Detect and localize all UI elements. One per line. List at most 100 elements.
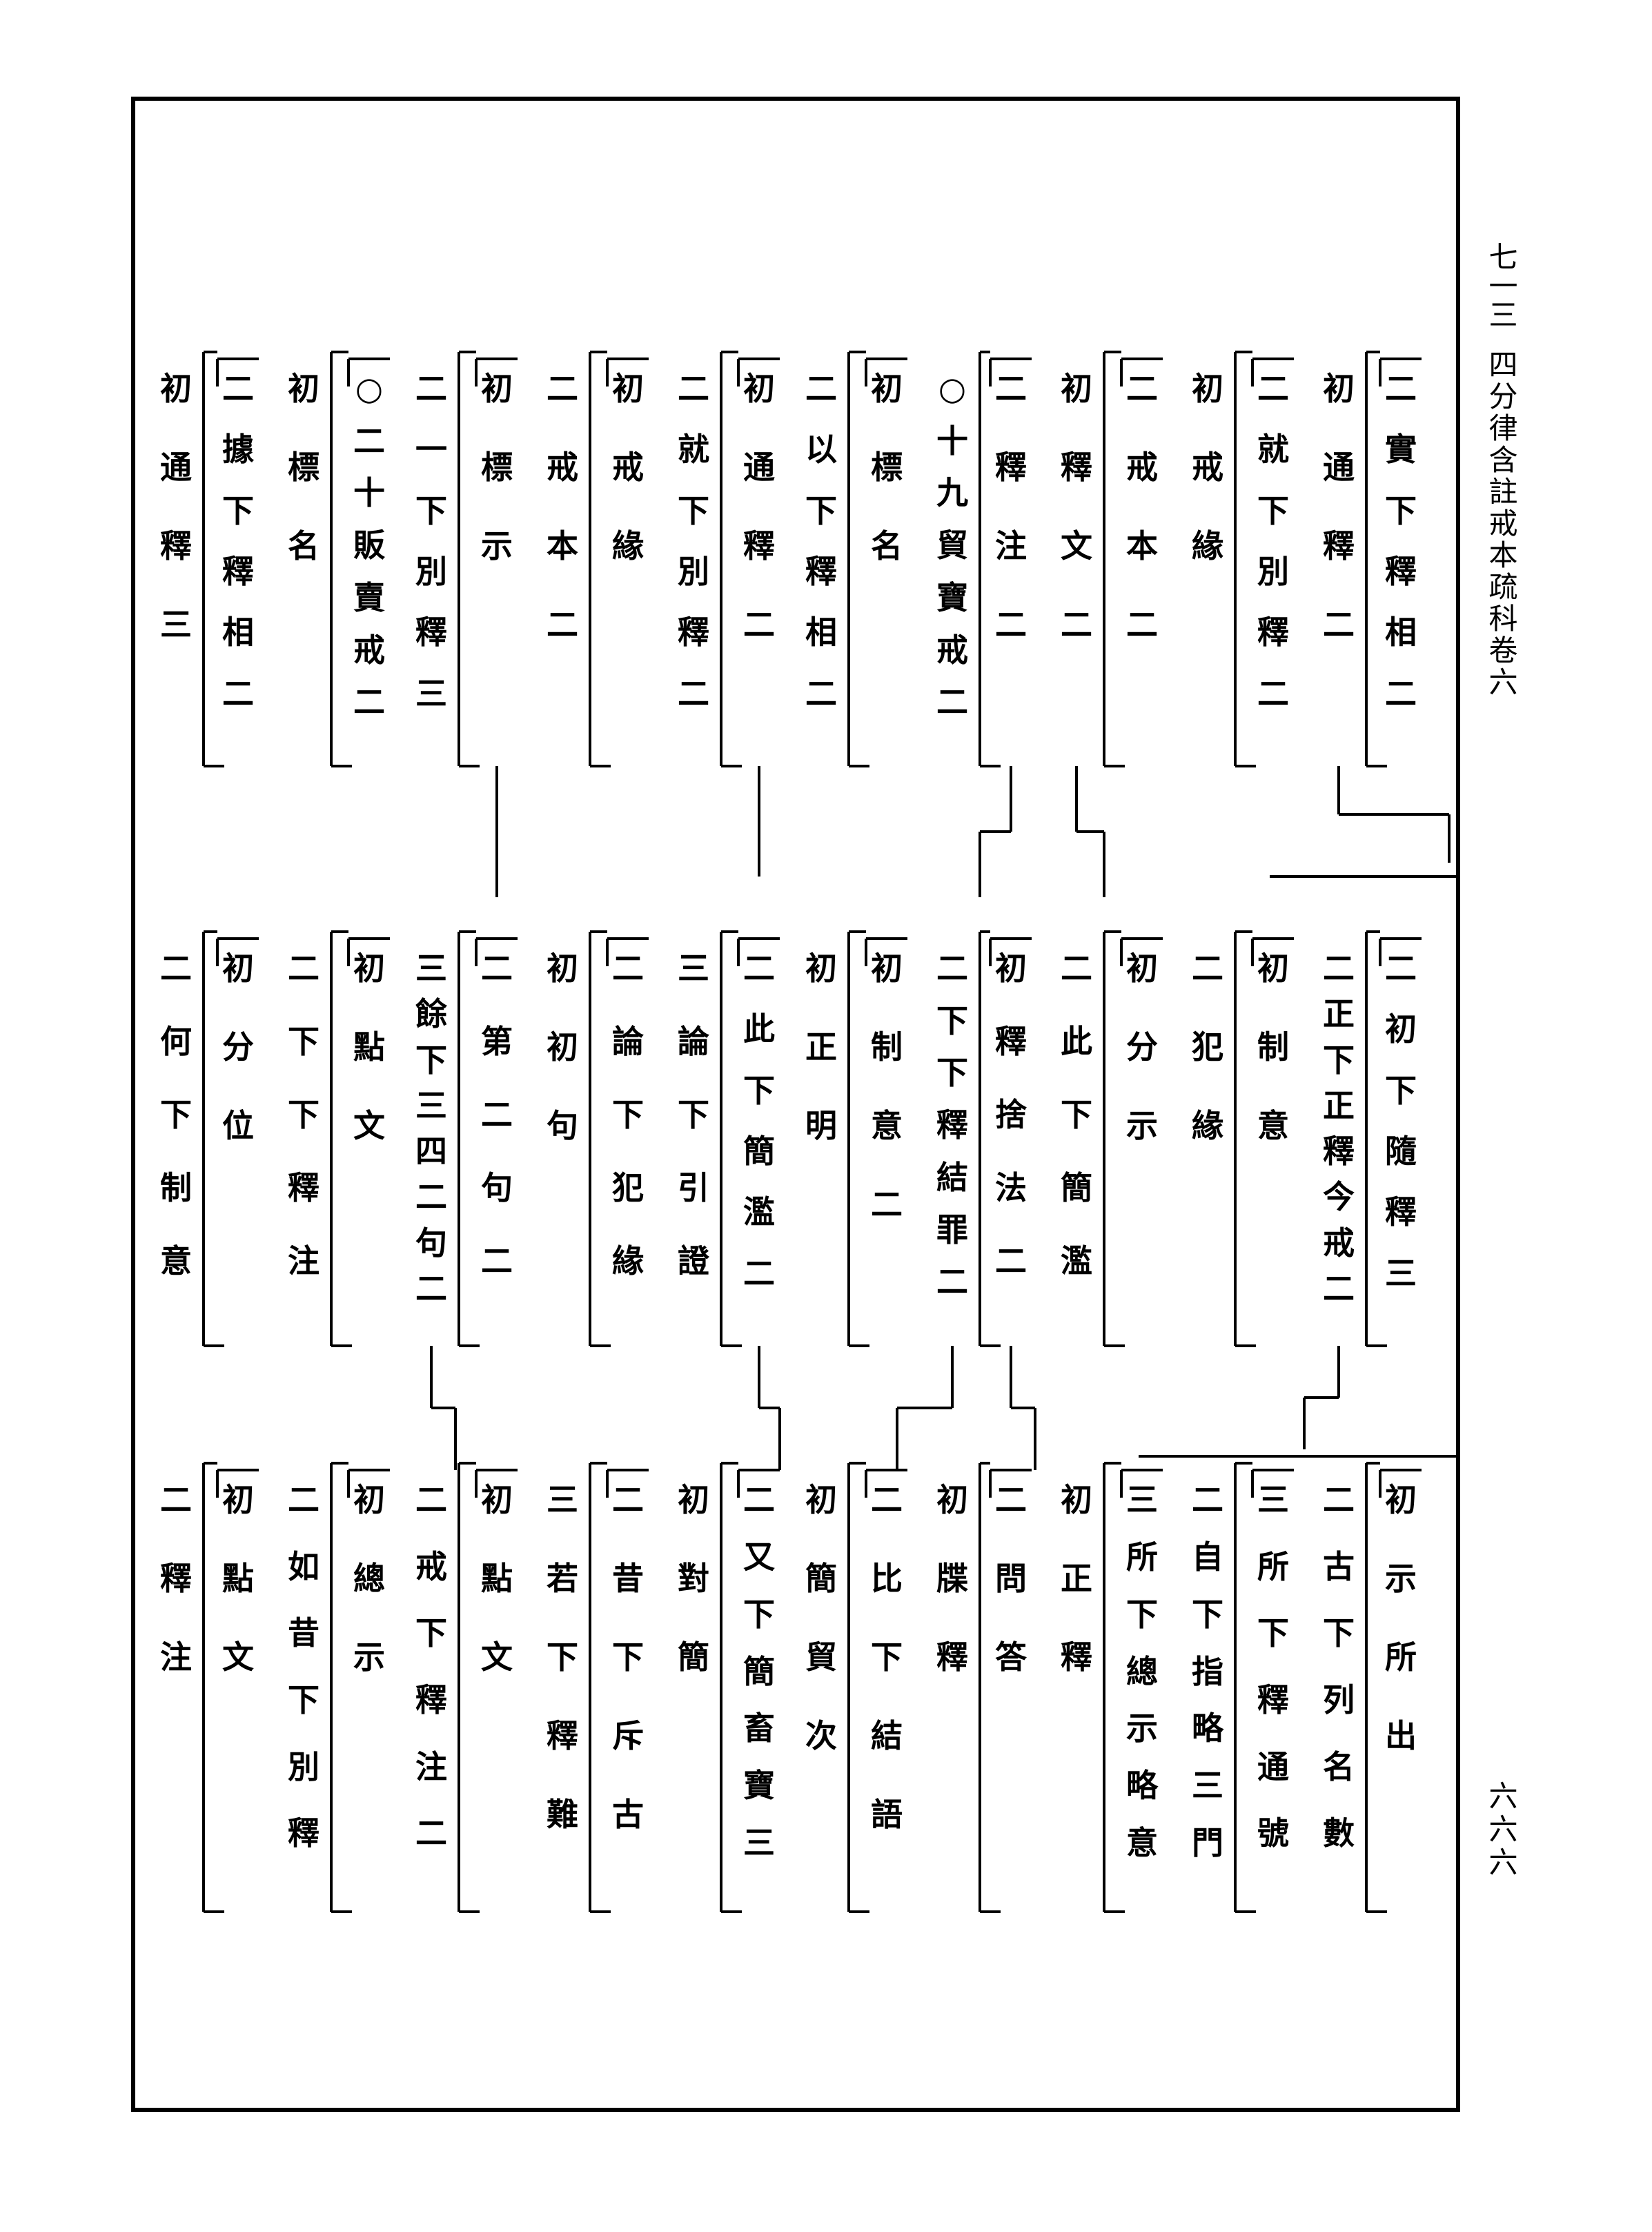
tier-3-entry: 初點文 (466, 1484, 528, 1720)
entry-char: 下 (1257, 1614, 1289, 1652)
entry-char: 標 (871, 449, 903, 486)
entry-char: 二 (936, 1263, 968, 1301)
entry-char: 二 (805, 370, 837, 407)
entry-char: 牒 (936, 1560, 968, 1597)
entry-char: 下 (1385, 491, 1417, 529)
entry-char: 正 (1061, 1560, 1092, 1597)
entry-char: 注 (160, 1638, 192, 1676)
entry-char: 二 (995, 1481, 1027, 1518)
entry-char: 二 (1385, 674, 1417, 712)
tier-3-entry: 二自下指略三門 (1177, 1484, 1239, 1884)
entry-char: 通 (1257, 1748, 1289, 1785)
entry-char: 二 (995, 1242, 1027, 1280)
entry-char: 三 (547, 1481, 578, 1518)
entry-char: 三 (678, 950, 709, 987)
tier-1-entry: 初通釋二 (728, 373, 790, 687)
tier-1-entry: 初戒緣 (1177, 373, 1239, 609)
entry-char: 戒 (547, 449, 578, 486)
entry-char: 初 (936, 1481, 968, 1518)
tier-2-entry: 二第二句二 (466, 952, 528, 1318)
entry-char: 此 (743, 1010, 775, 1048)
entry-char: 數 (1323, 1814, 1355, 1852)
entry-char: 通 (1323, 449, 1355, 486)
entry-char: 二 (1257, 370, 1289, 407)
entry-char: 下 (160, 1096, 192, 1133)
entry-char: 初 (547, 1028, 578, 1066)
entry-char: 初 (1323, 370, 1355, 407)
tier-2-entry: 三餘下三四二句二 (400, 952, 462, 1318)
tier-2-entry: 初分示 (1111, 952, 1173, 1188)
entry-char: 意 (1257, 1107, 1289, 1144)
tier-1-entry: 初標名 (273, 373, 335, 609)
entry-char: 緣 (612, 527, 644, 565)
entry-char: 簡 (678, 1638, 709, 1676)
entry-char: 就 (678, 431, 709, 469)
entry-char: 戒 (936, 631, 968, 669)
entry-char: 正 (805, 1028, 837, 1066)
entry-char: 寶 (936, 578, 968, 616)
entry-char: 初 (871, 370, 903, 407)
tier-2-entry: 二正下正釋今戒二 (1308, 952, 1370, 1318)
tier-2-entry: 二此下簡濫 (1045, 952, 1108, 1318)
entry-char: 釋 (995, 1023, 1027, 1060)
entry-char: 句 (415, 1224, 447, 1262)
entry-char: 戒 (353, 631, 385, 669)
tier-1-entry: 初標名 (856, 373, 918, 609)
entry-char: 位 (222, 1107, 254, 1144)
entry-char: 三 (415, 1086, 447, 1124)
entry-char: 明 (805, 1107, 837, 1144)
entry-char: 二 (288, 1481, 319, 1518)
entry-char: 名 (288, 527, 319, 565)
tier-2-entry: 二犯緣 (1177, 952, 1239, 1188)
tier-2-entry: 初制意 (1242, 952, 1304, 1188)
entry-char: 戒 (415, 1547, 447, 1585)
entry-char: 緣 (1192, 527, 1223, 565)
entry-char: 釋 (1257, 614, 1289, 652)
entry-char: 釋 (936, 1106, 968, 1144)
entry-char: 初 (805, 1481, 837, 1518)
entry-char: 二 (160, 950, 192, 987)
tier-1-entry: 二戒本二 (531, 373, 593, 687)
entry-char: 下 (612, 1096, 644, 1133)
entry-char: 釋 (288, 1169, 319, 1206)
entry-char: 二 (678, 674, 709, 712)
entry-char: 總 (353, 1560, 385, 1597)
entry-char: 釋 (1385, 552, 1417, 590)
running-header: 七一三 四分律含註戒本疏科卷六 (1477, 242, 1525, 698)
entry-char: 三 (1257, 1481, 1289, 1518)
entry-char: 別 (678, 552, 709, 590)
entry-char: 分 (1126, 1028, 1158, 1066)
tier-3-entry: 二如昔下別釋 (273, 1484, 335, 1884)
entry-char: 初 (1385, 1481, 1417, 1518)
entry-char: 初 (1126, 950, 1158, 987)
entry-char: 下 (547, 1638, 578, 1676)
tier-2-entry: 初釋捨法二 (980, 952, 1042, 1318)
entry-char: 指 (1192, 1652, 1223, 1690)
entry-char: 比 (871, 1560, 903, 1597)
entry-char: 通 (160, 449, 192, 486)
entry-char: 濫 (743, 1193, 775, 1231)
tier-3-entry: 三若下釋難 (531, 1484, 593, 1877)
tier-1-entry: 二據下釋相二 (207, 373, 269, 738)
entry-char: 分 (222, 1028, 254, 1066)
entry-char: 下 (288, 1096, 319, 1133)
entry-char: 二 (415, 370, 447, 407)
entry-char: 斥 (612, 1717, 644, 1754)
tier-1-entry: 二就下別釋二 (662, 373, 725, 738)
entry-char: ○ (355, 370, 384, 407)
entry-char: 二 (353, 683, 385, 721)
tier-1-entry: 二一下別釋三 (400, 373, 462, 738)
entry-char: 犯 (1192, 1028, 1223, 1066)
entry-char: 初 (160, 370, 192, 407)
entry-char: 相 (222, 614, 254, 652)
entry-char: 號 (1257, 1814, 1289, 1852)
entry-char: 釋 (1323, 1133, 1355, 1170)
entry-char: 下 (936, 1054, 968, 1092)
entry-char: 二 (481, 1242, 513, 1280)
entry-char: 文 (353, 1107, 385, 1144)
entry-char: 一 (415, 431, 447, 469)
entry-char: 總 (1126, 1652, 1158, 1690)
entry-char: ○ (938, 370, 967, 407)
entry-char: 初 (805, 950, 837, 987)
entry-char: 標 (481, 449, 513, 486)
